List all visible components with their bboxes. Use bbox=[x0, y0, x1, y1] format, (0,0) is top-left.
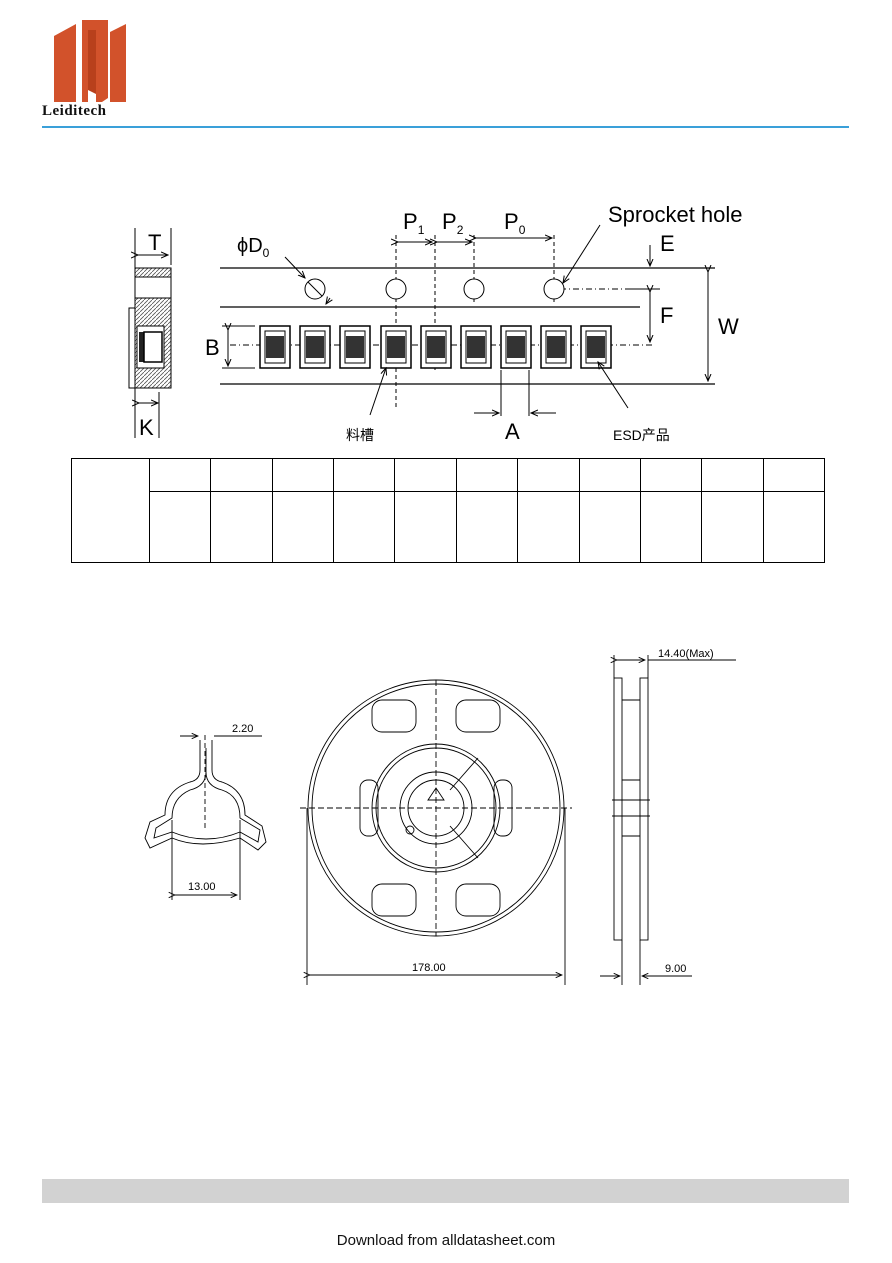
label-pocket: 料槽 bbox=[346, 427, 374, 443]
label-p1-sub: 1 bbox=[418, 223, 425, 237]
label-e: E bbox=[660, 231, 675, 256]
dim-width: 9.00 bbox=[665, 963, 686, 975]
label-b: B bbox=[205, 335, 220, 360]
label-p2-sub: 2 bbox=[457, 223, 464, 237]
label-sprocket-hole: Sprocket hole bbox=[608, 202, 743, 227]
table-cell bbox=[271, 491, 335, 563]
company-name: Leiditech bbox=[42, 103, 107, 119]
label-d0-phi: ϕ bbox=[237, 235, 248, 257]
tape-diagram: T K bbox=[128, 202, 743, 444]
table-cell bbox=[333, 491, 396, 563]
table-cell bbox=[271, 458, 335, 492]
table-cell bbox=[210, 491, 273, 563]
footer-download-text: Download from alldatasheet.com bbox=[336, 1232, 556, 1249]
label-d0-sub: 0 bbox=[263, 246, 270, 260]
svg-text:P2: P2 bbox=[442, 209, 464, 237]
label-p1: P bbox=[403, 209, 418, 234]
table-cell bbox=[517, 458, 580, 492]
table-cell bbox=[210, 458, 273, 492]
label-p0: P bbox=[504, 209, 519, 234]
sprocket-holes bbox=[304, 278, 565, 300]
label-d0: D bbox=[248, 235, 262, 257]
reel-front bbox=[300, 679, 572, 985]
table-cell bbox=[517, 491, 580, 563]
dim-reel-diameter: 178.00 bbox=[412, 962, 446, 974]
label-w: W bbox=[718, 314, 739, 339]
svg-text:ϕD0: ϕD0 bbox=[237, 235, 270, 260]
company-logo: R bbox=[54, 20, 126, 102]
table-cell bbox=[639, 491, 703, 563]
table-cell bbox=[578, 491, 641, 563]
tape-pockets bbox=[259, 325, 612, 369]
table-cell bbox=[455, 491, 519, 563]
table-cell bbox=[333, 458, 396, 492]
label-esd-product: ESD产品 bbox=[613, 427, 670, 443]
tape-spec-table bbox=[71, 458, 826, 563]
hub-detail bbox=[144, 735, 267, 900]
reel-side bbox=[600, 655, 736, 985]
table-cell bbox=[455, 458, 519, 492]
dim-width-max: 14.40(Max) bbox=[658, 648, 714, 660]
svg-text:P1: P1 bbox=[403, 209, 425, 237]
table-cell bbox=[762, 458, 826, 492]
tape-cross-section bbox=[128, 228, 172, 438]
svg-text:P0: P0 bbox=[504, 209, 526, 237]
table-cell bbox=[394, 491, 457, 563]
table-cell bbox=[71, 458, 150, 563]
table-cell bbox=[578, 458, 641, 492]
table-cell bbox=[148, 458, 212, 492]
label-p0-sub: 0 bbox=[519, 223, 526, 237]
table-cell bbox=[701, 458, 764, 492]
table-cell bbox=[639, 458, 703, 492]
header-rule bbox=[42, 126, 849, 128]
dim-hub-diameter: 13.00 bbox=[188, 881, 216, 893]
label-f: F bbox=[660, 303, 673, 328]
table-cell bbox=[148, 491, 212, 563]
table-cell bbox=[394, 458, 457, 492]
svg-text:R: R bbox=[121, 28, 124, 33]
footer-bar bbox=[42, 1179, 849, 1203]
reel-diagram: 2.20 13.00 178.00 bbox=[144, 648, 736, 985]
label-p2: P bbox=[442, 209, 457, 234]
label-a: A bbox=[505, 419, 520, 444]
label-t: T bbox=[148, 230, 161, 255]
table-cell bbox=[701, 491, 764, 563]
table-cell bbox=[762, 491, 826, 563]
dim-hub-slot: 2.20 bbox=[232, 723, 253, 735]
label-k: K bbox=[139, 415, 154, 440]
